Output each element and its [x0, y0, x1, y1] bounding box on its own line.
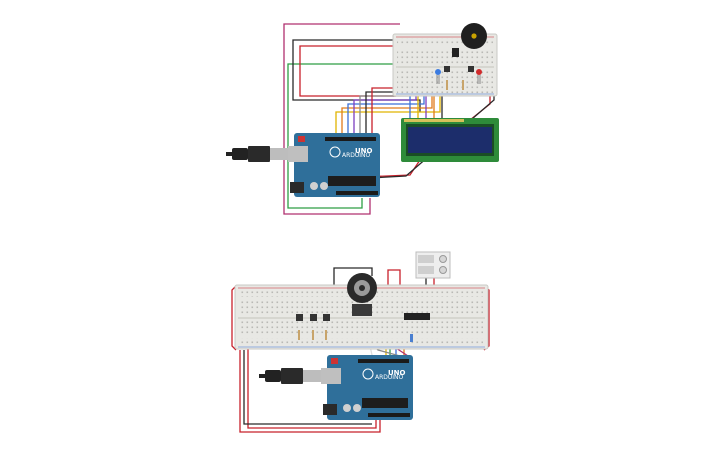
wire-red-bottom	[247, 346, 377, 429]
push-button-1	[444, 66, 450, 72]
resistor-1	[446, 80, 448, 90]
power-supply-module	[415, 251, 451, 279]
wire-red-rail-left	[231, 285, 237, 351]
capacitor	[410, 334, 413, 342]
wire-yellow	[335, 96, 441, 134]
top-arduino: ARDUINO UNO	[288, 133, 380, 197]
push-button-c	[323, 314, 330, 321]
top-components	[435, 23, 487, 90]
top-arduino-logo: ARDUINO	[342, 152, 371, 159]
wire-pot-black	[333, 267, 373, 288]
resistor-c	[325, 330, 327, 340]
lcd-display	[401, 118, 499, 162]
wire-gray	[359, 92, 409, 134]
wire-purple	[353, 96, 417, 134]
wire-green	[287, 63, 440, 209]
resistor-a	[298, 330, 300, 340]
bottom-usb-cable	[259, 368, 323, 384]
led-red	[476, 69, 482, 84]
bottom-arduino-uno-label: UNO	[388, 369, 406, 377]
wire-red-3	[371, 87, 398, 134]
ic-chip	[404, 313, 430, 320]
bottom-components	[296, 251, 451, 342]
potentiometer	[347, 273, 377, 316]
wire-magenta	[283, 23, 400, 215]
top-arduino-uno-label: UNO	[355, 147, 373, 155]
wire-red-left-down	[239, 350, 381, 433]
top-breadboard	[392, 33, 498, 97]
resistor-b	[312, 330, 314, 340]
bottom-arduino-logo: ARDUINO	[375, 374, 404, 381]
led-blue	[435, 69, 441, 84]
resistor-2	[462, 80, 464, 90]
wire-orange	[341, 96, 433, 134]
transistor	[452, 48, 459, 57]
push-button-a	[296, 314, 303, 321]
top-circuit: ARDUINO UNO	[226, 23, 499, 215]
wire-red	[299, 45, 396, 97]
wire-blue	[347, 96, 425, 134]
top-usb-cable	[226, 146, 290, 162]
push-button-2	[468, 66, 474, 72]
wire-black-bottom	[243, 350, 372, 425]
bottom-arduino: ARDUINO UNO	[321, 355, 413, 420]
wire-pot-red	[387, 269, 401, 288]
bottom-circuit: ARDUINO UNO	[231, 251, 490, 433]
push-button-b	[310, 314, 317, 321]
